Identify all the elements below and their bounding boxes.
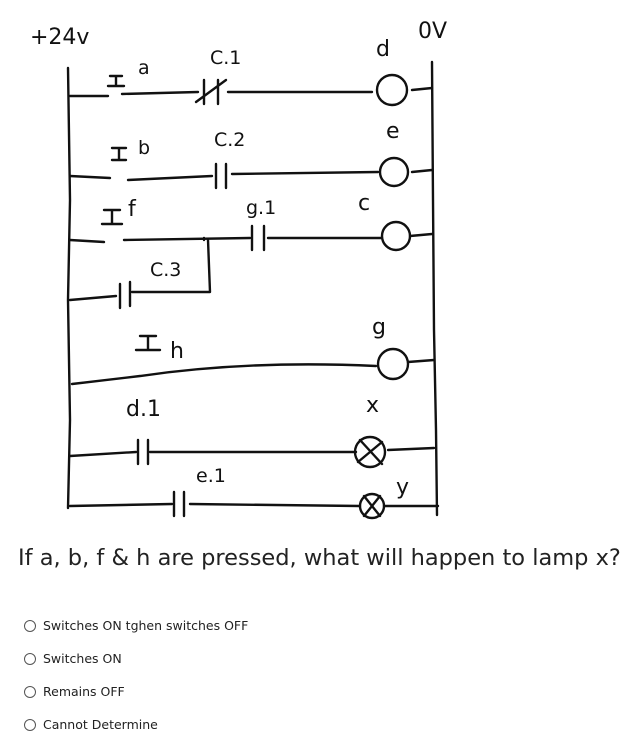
option-1-radio[interactable] [24, 619, 36, 632]
lamp-x-label: x [366, 393, 379, 418]
coil-e [378, 156, 410, 188]
rung-2-wire [68, 168, 434, 182]
contact-c3-symbol [118, 280, 132, 310]
supply-zero-label: 0V [418, 19, 447, 44]
option-4[interactable]: Cannot Determine [24, 717, 158, 732]
question-text: If a, b, f & h are pressed, what will ha… [18, 545, 621, 571]
rung-4-wire [70, 358, 436, 386]
switch-a-symbol [106, 74, 126, 88]
supply-plus-label: +24v [30, 25, 89, 50]
coil-e-label: e [386, 119, 400, 144]
contact-c1-symbol [194, 78, 228, 106]
contact-g1-label: g.1 [246, 197, 276, 219]
contact-d1-symbol [136, 438, 150, 466]
option-4-label: Cannot Determine [43, 717, 158, 732]
option-3-radio[interactable] [24, 685, 36, 698]
coil-d-label: d [376, 37, 390, 62]
lamp-x-cross [356, 438, 384, 466]
contact-c2-symbol [214, 162, 228, 190]
switch-f-symbol [100, 208, 124, 226]
coil-c [380, 220, 412, 252]
option-1-label: Switches ON tghen switches OFF [43, 618, 249, 633]
option-3-label: Remains OFF [43, 684, 125, 699]
option-4-radio[interactable] [24, 718, 36, 731]
right-rail [430, 60, 439, 517]
coil-c-label: c [358, 191, 370, 216]
coil-d [375, 73, 409, 107]
option-1[interactable]: Switches ON tghen switches OFF [24, 618, 248, 633]
switch-h-label: h [170, 339, 184, 364]
option-2[interactable]: Switches ON [24, 651, 122, 666]
contact-d1-label: d.1 [126, 397, 161, 422]
option-2-radio[interactable] [24, 652, 36, 665]
left-rail [66, 66, 72, 510]
lamp-x [353, 435, 387, 469]
contact-e1-symbol [172, 490, 186, 518]
rung-6-wire [68, 502, 440, 508]
branch-c3-wire [68, 236, 212, 302]
contact-c3-label: C.3 [150, 259, 181, 281]
coil-g-label: g [372, 315, 386, 340]
rung-3-wire [68, 232, 434, 244]
rung-5-wire [68, 446, 436, 458]
switch-b-label: b [138, 137, 150, 159]
lamp-y-cross [362, 494, 382, 518]
switch-f-label: f [128, 197, 137, 222]
option-2-label: Switches ON [43, 651, 122, 666]
ladder-diagram: +24v 0V a C.1 d b C.2 e f g.1 c C.3 h g … [30, 19, 447, 520]
contact-g1-symbol [250, 224, 266, 252]
contact-c1-label: C.1 [210, 47, 241, 69]
contact-c2-label: C.2 [214, 129, 245, 151]
rung-1-wire [68, 86, 434, 98]
switch-b-symbol [110, 146, 128, 162]
contact-e1-label: e.1 [196, 465, 226, 487]
lamp-y [358, 492, 386, 520]
lamp-y-label: y [396, 475, 409, 500]
switch-a-label: a [138, 57, 150, 79]
option-3[interactable]: Remains OFF [24, 684, 125, 699]
coil-g [376, 347, 410, 381]
switch-h-symbol [134, 334, 162, 352]
